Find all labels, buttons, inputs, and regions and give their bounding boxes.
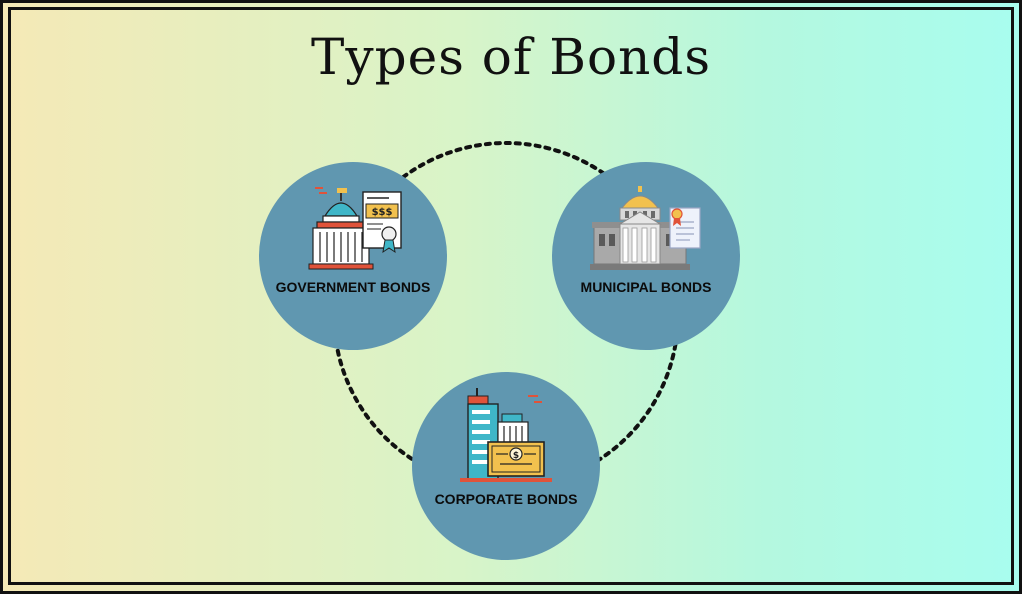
node-corporate-bonds: $ CORPORATE BONDS [412,372,600,560]
courthouse-document-icon [590,186,701,270]
svg-text:$$$: $$$ [372,207,393,218]
node-label-municipal: MUNICIPAL BONDS [580,279,712,295]
capitol-building-certificate-icon: $$$ [308,187,402,270]
node-municipal-bonds: MUNICIPAL BONDS [552,162,740,350]
node-government-bonds: $$$ GOVERNMENT BONDS [259,162,447,350]
svg-text:$: $ [513,451,519,461]
office-buildings-bond-icon: $ [460,388,552,482]
page-title: Types of Bonds [311,28,711,86]
node-label-government: GOVERNMENT BONDS [275,279,431,295]
node-label-corporate: CORPORATE BONDS [434,491,578,507]
